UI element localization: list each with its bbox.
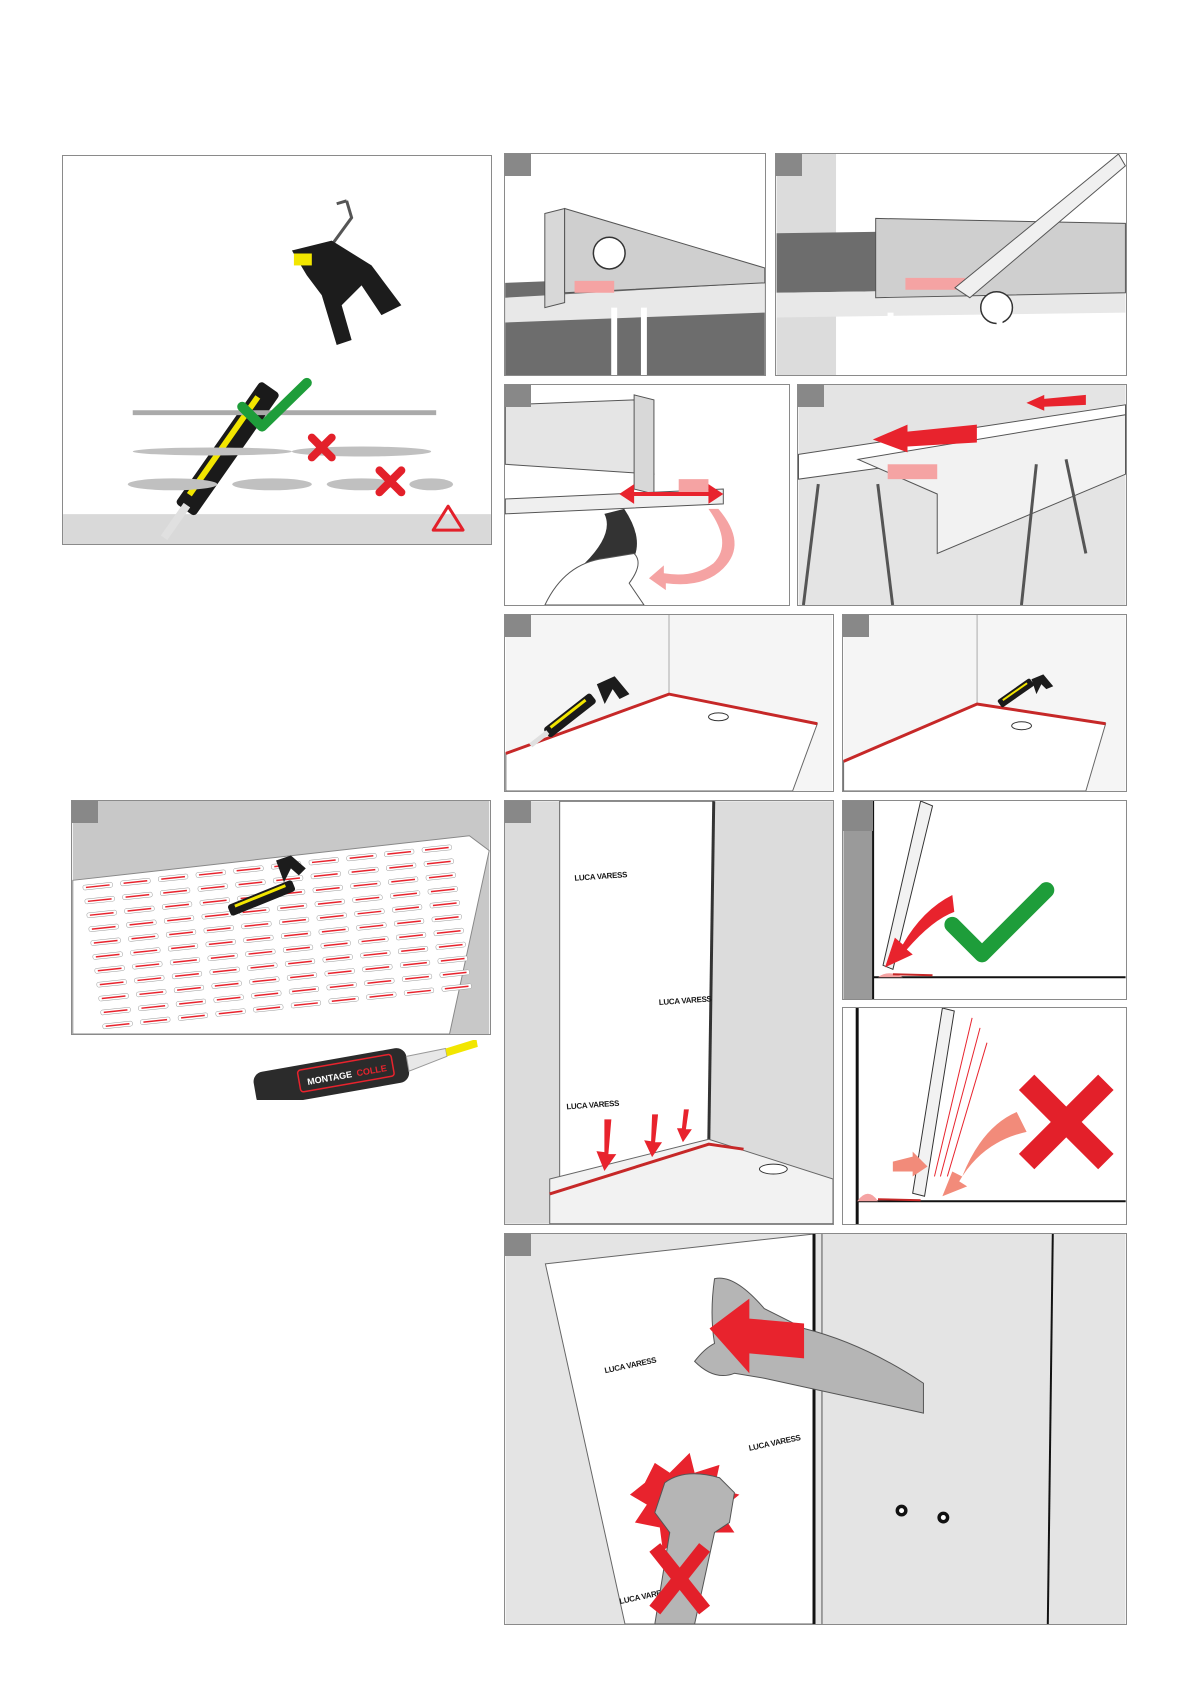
step-number-tab <box>505 615 531 637</box>
step-number-tab <box>505 801 531 823</box>
panel-step-8-incorrect <box>842 1007 1127 1225</box>
panel-step-6 <box>842 614 1127 792</box>
panel-step-5 <box>504 614 834 792</box>
panel-step-8-correct <box>842 800 1127 1000</box>
step-number-tab <box>776 154 802 176</box>
panel-step-2 <box>775 153 1127 376</box>
caulk-gun-icon <box>155 201 401 544</box>
panel-bead-quality <box>62 155 492 545</box>
step-number-tab <box>505 1234 531 1256</box>
step-number-tab <box>72 801 98 823</box>
arrow-icon <box>649 509 735 590</box>
panel-step-4 <box>797 384 1127 606</box>
panel-step-9: LUCA VARESS LUCA VARESS LUCA VARESS <box>504 1233 1127 1625</box>
hand-icon <box>545 553 644 605</box>
check-icon <box>952 890 1046 954</box>
step-number-tab <box>505 154 531 176</box>
panel-step-1 <box>504 153 766 376</box>
cross-icon <box>1027 1082 1106 1161</box>
step-number-tab <box>843 801 873 831</box>
glue-tube-icon: MONTAGE COLLE <box>248 1040 483 1100</box>
panel-step-3 <box>504 384 790 606</box>
step-number-tab <box>843 615 869 637</box>
panel-glue-pattern <box>71 800 491 1035</box>
panel-step-7: LUCA VARESS LUCA VARESS LUCA VARESS <box>504 800 834 1225</box>
step-number-tab <box>798 385 824 407</box>
arrow-icon <box>942 1112 1026 1196</box>
step-number-tab <box>505 385 531 407</box>
